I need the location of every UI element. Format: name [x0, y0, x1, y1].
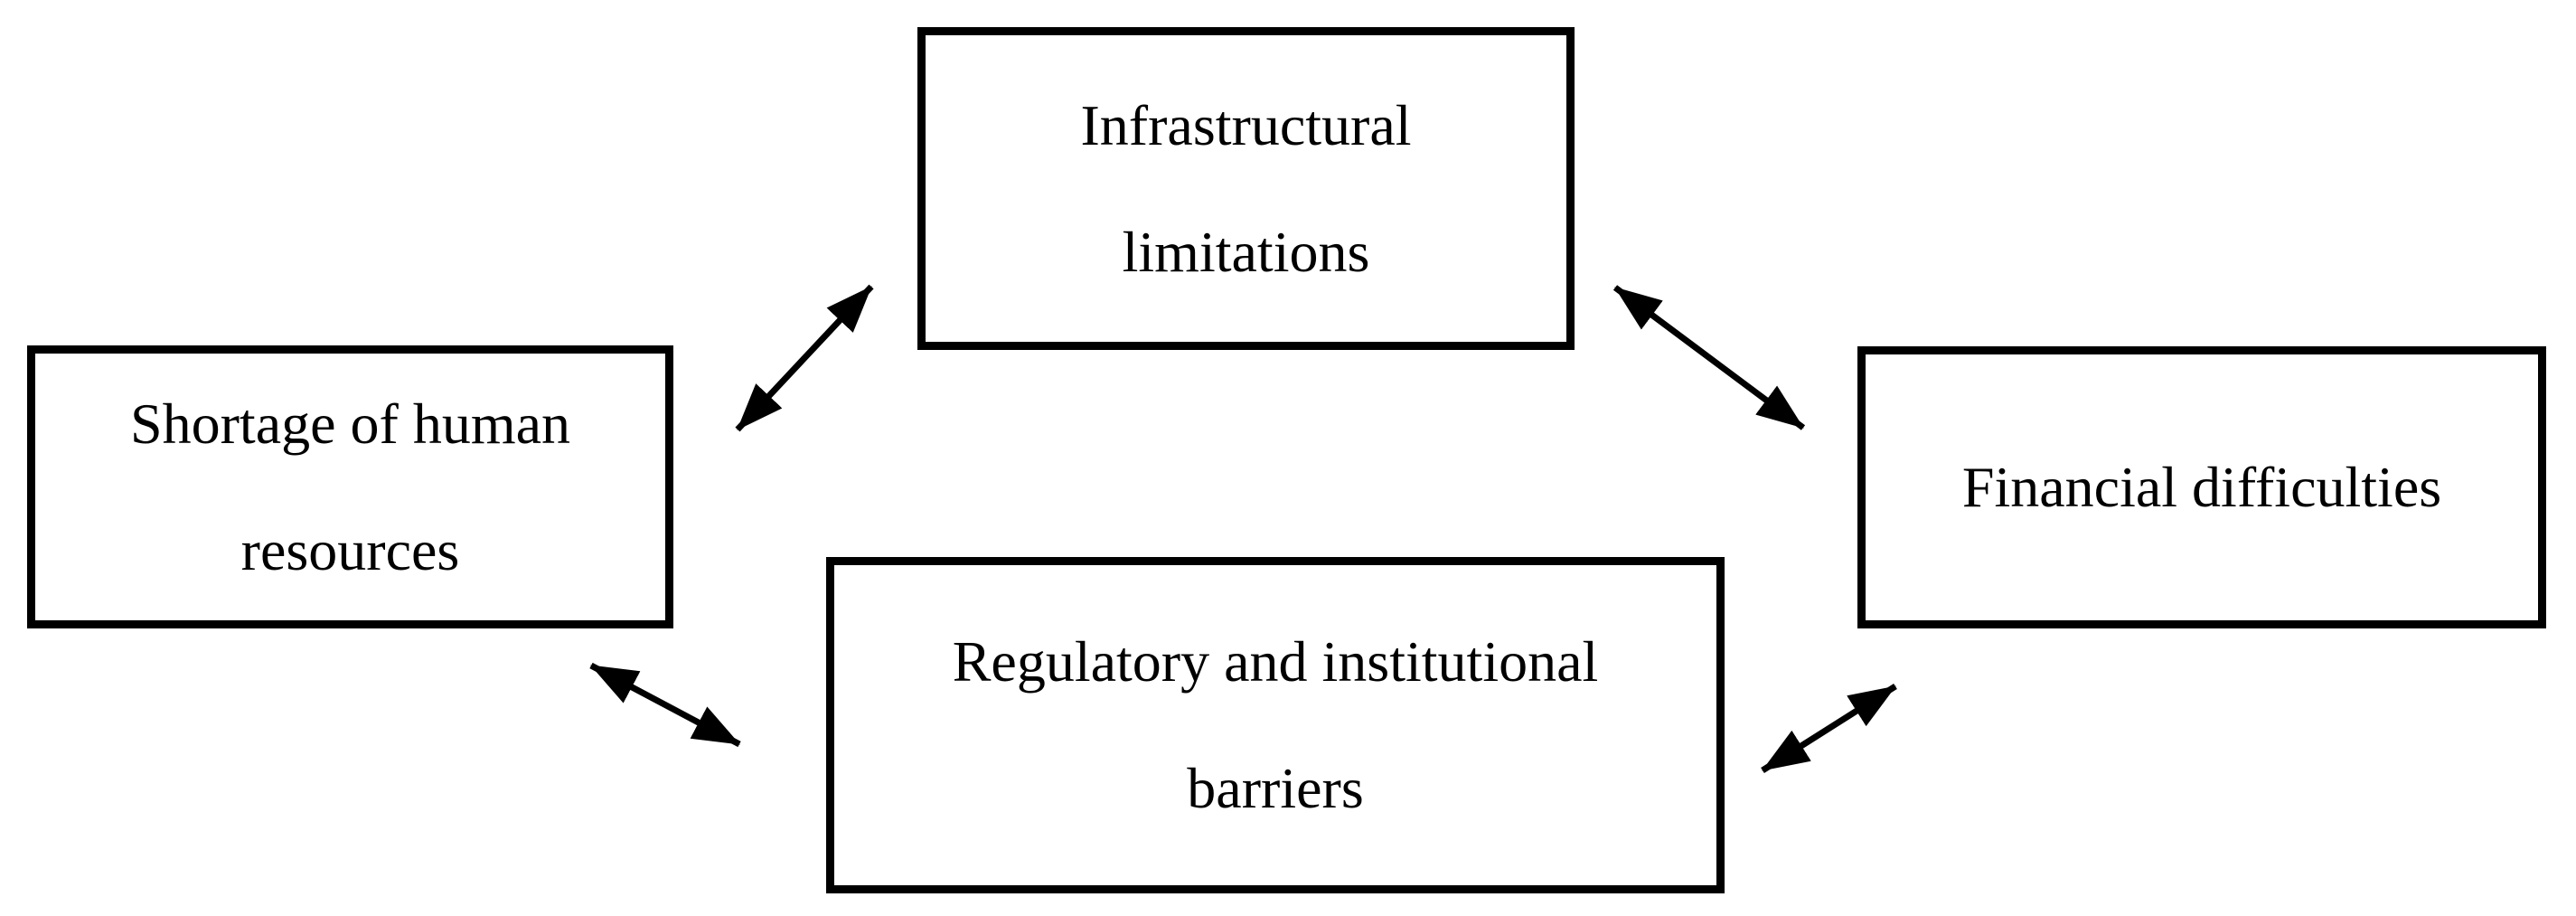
arrow-regulatory-and-institutional-barriers--financial-difficulties — [1761, 684, 1897, 773]
node-label-line: resources — [240, 517, 460, 582]
node-label-line: limitations — [1122, 219, 1370, 284]
arrow-infrastructural-limitations--financial-difficulties — [1612, 285, 1806, 430]
node-shortage-of-human-resources: Shortage of human resources — [27, 345, 673, 628]
node-regulatory-and-institutional-barriers: Regulatory and institutional barriers — [826, 557, 1725, 893]
node-label-line: Shortage of human — [130, 391, 570, 456]
arrow-shortage-of-human-resources--regulatory-and-institutional-barriers — [589, 662, 741, 748]
node-label-line: Regulatory and institutional — [952, 629, 1599, 694]
arrow-shortage-of-human-resources--infrastructural-limitations — [735, 284, 874, 432]
node-label-line: barriers — [1187, 756, 1364, 820]
node-financial-difficulties: Financial difficulties — [1857, 346, 2546, 628]
node-label-line: Infrastructural — [1080, 92, 1412, 157]
node-infrastructural-limitations: Infrastructural limitations — [917, 27, 1575, 350]
node-label-line: Financial difficulties — [1961, 455, 2442, 519]
